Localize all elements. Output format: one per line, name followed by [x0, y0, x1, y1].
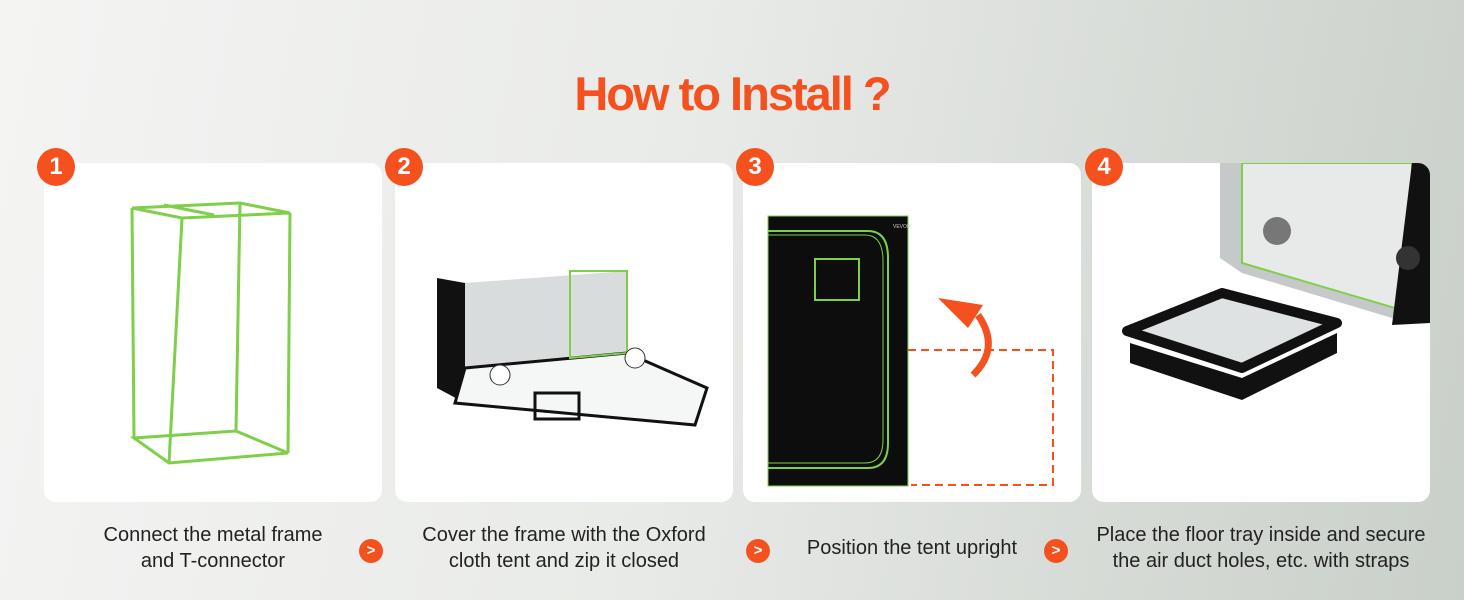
caption-line: cloth tent and zip it closed — [448, 550, 680, 572]
step-4-caption: Place the floor tray inside and secure t… — [1072, 522, 1450, 574]
floor-tray-illustration — [1122, 163, 1430, 400]
next-arrow-icon: > — [746, 539, 770, 563]
step-2-caption: Cover the frame with the Oxford cloth te… — [385, 522, 743, 574]
step-1-badge: 1 — [37, 148, 75, 186]
caption-line: Cover the frame with the Oxford — [422, 524, 706, 546]
step-3-image: VEVOR — [743, 163, 1081, 502]
page-title: How to Install ? — [574, 67, 891, 120]
caption-line: and T-connector — [140, 550, 286, 572]
step-3-badge: 3 — [736, 148, 774, 186]
metal-frame-illustration — [129, 201, 292, 465]
caption-line: Place the floor tray inside and secure — [1096, 524, 1426, 546]
step-2-image — [395, 163, 733, 502]
tent-upright-illustration: VEVOR — [767, 215, 1054, 487]
caption-line: the air duct holes, etc. with straps — [1112, 550, 1410, 572]
curved-arrow-icon — [938, 298, 983, 328]
next-arrow-icon: > — [1044, 539, 1068, 563]
brand-label: VEVOR — [893, 224, 911, 230]
step-2-badge: 2 — [385, 148, 423, 186]
step-3-caption: Position the tent upright — [780, 535, 1044, 561]
caption-line: Connect the metal frame — [103, 524, 323, 546]
caption-line: Position the tent upright — [806, 537, 1018, 559]
step-1-image — [44, 163, 382, 502]
next-arrow-icon: > — [359, 539, 383, 563]
step-4-image — [1092, 163, 1430, 502]
tent-cover-illustration — [437, 270, 709, 427]
step-1-caption: Connect the metal frame and T-connector — [44, 522, 382, 574]
step-4-badge: 4 — [1085, 148, 1123, 186]
